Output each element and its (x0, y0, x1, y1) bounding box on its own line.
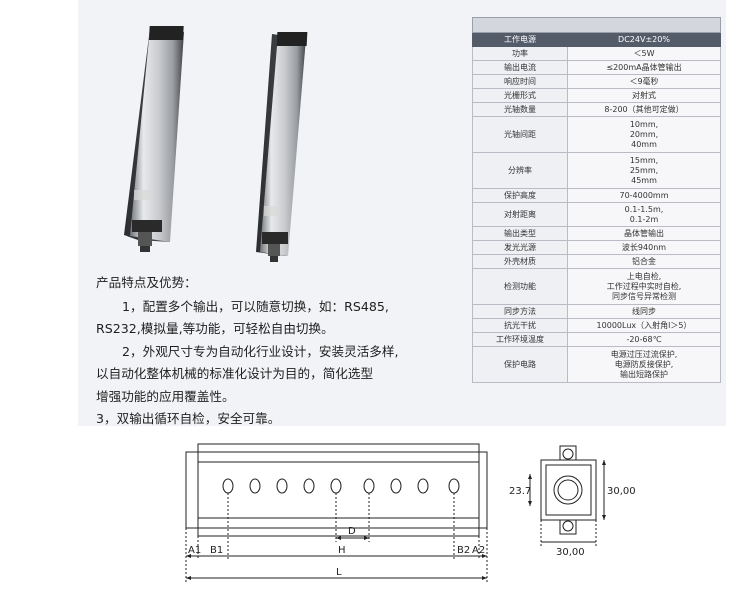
spec-key: 工作环境温度 (472, 332, 568, 347)
spec-value: -20-68℃ (567, 332, 721, 347)
feature-line: 增强功能的应用覆盖性。 (96, 388, 235, 404)
spec-value: 8-200（其他可定做） (567, 102, 721, 117)
spec-value: 70-4000mm (567, 188, 721, 203)
dim-d: D (348, 526, 356, 537)
sensor-bar-receiver (256, 32, 308, 262)
spec-key: 外壳材质 (472, 254, 568, 269)
spec-value: 对射式 (567, 88, 721, 103)
spec-value: DC24V±20% (567, 32, 721, 47)
spec-row: 同步方法线同步 (472, 304, 721, 319)
spec-row: 保护电路电源过压过流保护, 电源防反接保护, 输出短路保护 (472, 346, 721, 383)
spec-key: 功率 (472, 46, 568, 61)
spec-row: 响应时间＜9毫秒 (472, 74, 721, 89)
spec-value: 10mm, 20mm, 40mm (567, 116, 721, 153)
spec-key: 发光光源 (472, 240, 568, 255)
feature-line: RS232,模拟量,等功能，可轻松自由切换。 (96, 321, 334, 336)
features-title: 产品特点及优势： (96, 275, 197, 290)
spec-row: 工作环境温度-20-68℃ (472, 332, 721, 347)
spec-row: 光栅形式对射式 (472, 88, 721, 103)
spec-value: ＜9毫秒 (567, 74, 721, 89)
spec-key: 对射距离 (472, 202, 568, 227)
spec-key: 同步方法 (472, 304, 568, 319)
spec-key: 分辨率 (472, 152, 568, 189)
features-section: 产品特点及优势： 1，配置多个输出，可以随意切换，如：RS485, RS232,… (96, 272, 456, 431)
spec-value: 铝合金 (567, 254, 721, 269)
spec-value: ＜5W (567, 46, 721, 61)
feature-line: 2，外观尺寸专为自动化行业设计，安装灵活多样, (122, 343, 399, 359)
spec-key: 输出类型 (472, 226, 568, 241)
dimension-drawing: A1 B1 D H B2 A2 L 23.7 30,00 30,00 (185, 443, 636, 582)
spec-row: 发光光源波长940nm (472, 240, 721, 255)
dim-h: H (338, 545, 346, 556)
spec-value: 15mm, 25mm, 45mm (567, 152, 721, 189)
dim-width-30: 30,00 (556, 547, 585, 558)
spec-value: 上电自检, 工作过程中实时自检, 同步信号异常检测 (567, 268, 721, 305)
feature-line: 1，配置多个输出，可以随意切换，如：RS485, (122, 298, 389, 314)
spec-value: 0.1-1.5m, 0.1-2m (567, 202, 721, 227)
spec-key: 响应时间 (472, 74, 568, 89)
dim-b1: B1 (210, 545, 223, 556)
dim-a1: A1 (188, 545, 201, 556)
product-image (124, 26, 308, 262)
spec-value: 10000Lux（入射角l＞5） (567, 318, 721, 333)
dim-height-237: 23.7 (509, 486, 531, 497)
spec-key: 保护高度 (472, 188, 568, 203)
spec-header-row (472, 17, 721, 33)
spec-key: 抗光干扰 (472, 318, 568, 333)
lens-holes (222, 478, 460, 494)
feature-line: 3，双输出循环自检，安全可靠。 (96, 411, 281, 426)
spec-key: 光轴间距 (472, 116, 568, 153)
spec-key: 工作电源 (472, 32, 568, 47)
spec-value: 波长940nm (567, 240, 721, 255)
dim-b2: B2 (457, 545, 470, 556)
spec-row: 外壳材质铝合金 (472, 254, 721, 269)
spec-key: 光栅形式 (472, 88, 568, 103)
feature-line: 以自动化整体机械的标准化设计为目的，简化选型 (96, 366, 374, 381)
sensor-bar-emitter (124, 26, 184, 252)
spec-value: ≤200mA晶体管输出 (567, 60, 721, 75)
spec-key: 检测功能 (472, 268, 568, 305)
spec-row: 功率＜5W (472, 46, 721, 61)
spec-key: 光轴数量 (472, 102, 568, 117)
dim-l: L (336, 567, 342, 578)
spec-row: 检测功能上电自检, 工作过程中实时自检, 同步信号异常检测 (472, 268, 721, 305)
spec-key: 保护电路 (472, 346, 568, 383)
spec-row: 输出类型晶体管输出 (472, 226, 721, 241)
dim-height-30: 30,00 (607, 486, 636, 497)
spec-key: 输出电流 (472, 60, 568, 75)
spec-value: 晶体管输出 (567, 226, 721, 241)
spec-value: 线同步 (567, 304, 721, 319)
spec-value: 电源过压过流保护, 电源防反接保护, 输出短路保护 (567, 346, 721, 383)
spec-row: 输出电流≤200mA晶体管输出 (472, 60, 721, 75)
dim-a2: A2 (472, 545, 485, 556)
